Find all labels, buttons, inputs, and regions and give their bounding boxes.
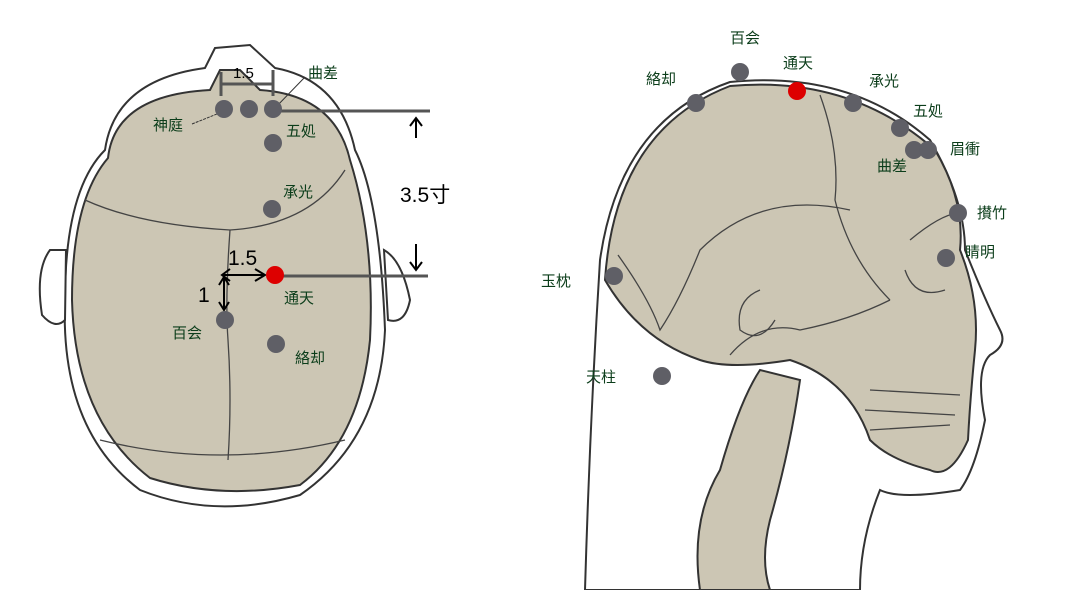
point-shoko xyxy=(263,200,281,218)
point-hyakue xyxy=(731,63,749,81)
label-hyakue: 百会 xyxy=(172,324,202,342)
left-ear xyxy=(38,249,68,325)
measure-top: 1.5 xyxy=(233,65,254,82)
cervical-spine xyxy=(696,368,802,590)
label-rakkyaku: 絡却 xyxy=(295,349,325,367)
skull-top-view: 1.5 3.5寸 1.5 1 神庭 曲差 五処 承光 通天 百会 絡却 xyxy=(38,43,450,508)
point-gosho xyxy=(264,134,282,152)
label-tenchu: 天柱 xyxy=(586,368,616,386)
label-kyokusa: 曲差 xyxy=(877,157,907,175)
point-kyokusa xyxy=(264,100,282,118)
coronal-suture-side xyxy=(819,94,891,301)
lambdoid-suture xyxy=(99,439,346,456)
label-bisho: 眉衝 xyxy=(950,140,980,158)
label-kyokusa: 曲差 xyxy=(308,64,338,82)
point-tsuten-highlight xyxy=(788,82,806,100)
arrow-down-icon xyxy=(409,244,423,272)
point-shentei xyxy=(215,100,233,118)
point-kyokusa xyxy=(905,141,923,159)
measure-lateral: 1.5 xyxy=(228,247,257,270)
label-shoko: 承光 xyxy=(869,72,899,90)
point-hyakue xyxy=(216,311,234,329)
point-sanchiku xyxy=(949,204,967,222)
point-shoko xyxy=(844,94,862,112)
point-tsuten-highlight xyxy=(266,266,284,284)
measure-back: 1 xyxy=(198,284,210,307)
point-rakkyaku xyxy=(687,94,705,112)
point-bisho xyxy=(919,141,937,159)
ear-outline xyxy=(738,289,776,337)
zygomatic-line xyxy=(729,299,891,356)
lambdoid-suture-side xyxy=(617,204,851,332)
measure-height: 3.5寸 xyxy=(400,184,450,207)
label-gyokuchin: 玉枕 xyxy=(541,272,571,290)
measurement-line xyxy=(274,76,306,109)
teeth-lines xyxy=(864,389,961,431)
point-kyokusa-left xyxy=(240,100,258,118)
point-gosho xyxy=(891,119,909,137)
skull-side xyxy=(603,83,977,473)
right-ear xyxy=(382,248,412,322)
point-gyokuchin xyxy=(605,267,623,285)
label-shentei: 神庭 xyxy=(153,116,183,134)
skull-side-view: 百会 通天 絡却 承光 五処 眉衝 曲差 攅竹 睛明 玉枕 天柱 xyxy=(541,29,1007,590)
label-shoko: 承光 xyxy=(283,183,313,201)
point-seimei xyxy=(937,249,955,267)
label-seimei: 睛明 xyxy=(965,243,995,261)
label-rakkyaku: 絡却 xyxy=(646,70,676,88)
arrow-up-icon xyxy=(409,116,423,138)
label-gosho: 五処 xyxy=(286,122,316,140)
vertical-arrow-icon xyxy=(218,275,230,312)
label-tsuten: 通天 xyxy=(783,54,813,72)
label-sanchiku: 攅竹 xyxy=(977,204,1007,222)
point-rakkyaku xyxy=(267,335,285,353)
label-tsuten: 通天 xyxy=(284,289,314,307)
label-hyakue: 百会 xyxy=(730,29,760,47)
point-tenchu xyxy=(653,367,671,385)
lateral-arrow-icon xyxy=(220,268,267,282)
label-gosho: 五処 xyxy=(913,102,943,120)
